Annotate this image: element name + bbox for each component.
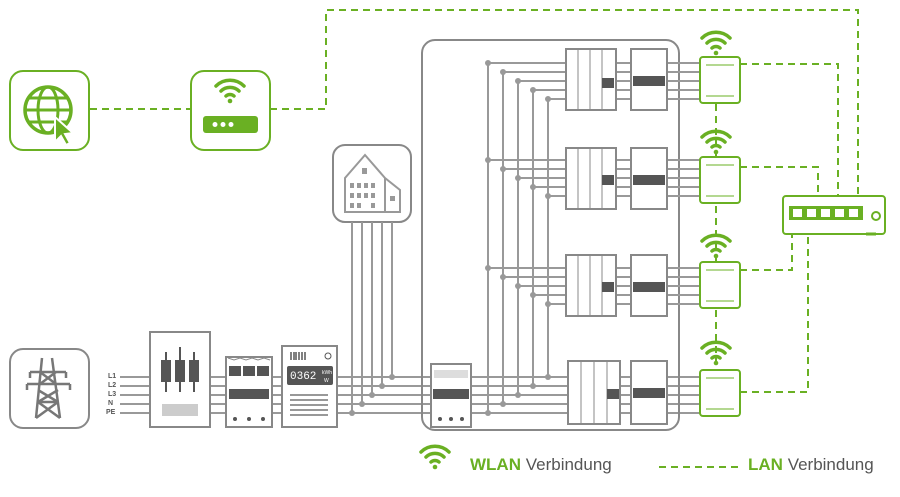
main-breaker	[225, 356, 273, 428]
network-switch-icon[interactable]	[782, 195, 886, 236]
smart-device-2[interactable]	[699, 156, 741, 204]
wire-label-l1: L1	[108, 373, 117, 380]
legend-lan-label: LAN	[748, 455, 783, 474]
wifi-icon	[700, 340, 732, 368]
distribution-cabinet	[421, 39, 680, 431]
circuit-group-3	[565, 254, 668, 317]
wifi-icon	[700, 30, 732, 58]
router-icon[interactable]	[190, 70, 271, 151]
circuit-group-1	[565, 48, 668, 111]
legend-wlan: WLAN Verbindung	[470, 455, 612, 475]
wire-label-l2: L2	[108, 382, 117, 389]
junction-dots	[349, 60, 551, 416]
internet-icon[interactable]	[9, 70, 90, 151]
smart-device-1[interactable]	[699, 56, 741, 104]
legend-wifi-icon	[419, 444, 451, 472]
electricity-meter: 0362 kWh W	[281, 345, 338, 428]
meter-unit-bottom: W	[324, 378, 329, 384]
wire-label-pe: PE	[106, 409, 116, 416]
power-tower-icon[interactable]	[9, 348, 90, 429]
smart-device-4[interactable]	[699, 369, 741, 417]
building-feed-wires	[351, 222, 393, 413]
legend-wlan-suffix: Verbindung	[525, 455, 612, 474]
legend-lan-suffix: Verbindung	[787, 455, 874, 474]
wire-label-l3: L3	[108, 391, 117, 398]
legend-lan: LAN Verbindung	[748, 455, 874, 475]
meter-unit-top: kWh	[322, 370, 332, 376]
circuit-group-2	[565, 147, 668, 210]
building-icon[interactable]	[332, 144, 412, 223]
smart-device-3[interactable]	[699, 261, 741, 309]
bus-risers	[487, 63, 549, 413]
circuit-group-4	[567, 360, 668, 425]
wire-label-n: N	[108, 400, 114, 407]
meter-reading: 0362	[290, 371, 316, 383]
legend-wlan-label: WLAN	[470, 455, 521, 474]
main-fuse-box	[149, 331, 211, 428]
